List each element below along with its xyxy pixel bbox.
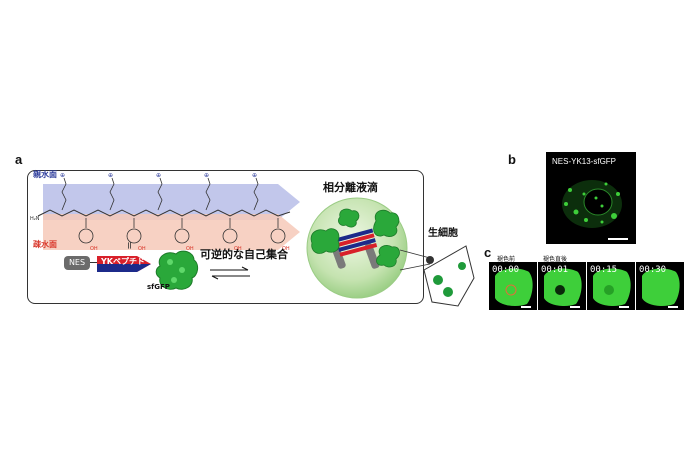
svg-text:OH: OH [90, 246, 98, 252]
sfgfp-label: sfGFP [147, 283, 170, 291]
timestamp-2: 00:01 [541, 265, 569, 275]
timelapse-frame-1: 00:00 [489, 262, 537, 310]
scale-bar-c4 [668, 306, 678, 308]
svg-text:⊕: ⊕ [252, 172, 257, 179]
n-terminus: H₂N [30, 216, 40, 222]
liquid-droplet [306, 197, 408, 299]
scale-bar-c2 [570, 306, 580, 308]
cell-frame-1 [495, 268, 533, 306]
cell-frame-3 [593, 268, 631, 306]
timestamp-1: 00:00 [492, 265, 520, 275]
cell-fluorescence-b [562, 180, 622, 228]
svg-text:⊕: ⊕ [60, 172, 65, 179]
scale-bar-b [608, 238, 628, 240]
nes-tag: NES [64, 256, 90, 270]
sfgfp-protein-icon [155, 250, 199, 290]
panel-c-label: c [484, 245, 492, 260]
panel-a-label: a [15, 152, 23, 167]
hydroxyl-labels: OH OH OH OH OH [90, 246, 290, 252]
equilibrium-arrows-icon [210, 266, 250, 280]
after-bleach-label: 褪色直後 [543, 256, 568, 263]
lysine-side-chains [61, 177, 259, 211]
hydrophilic-face-label: 親水面 [33, 170, 57, 179]
peptide-structure: ⊕ ⊕ ⊕ ⊕ ⊕ OH OH OH OH OH H₂N [30, 172, 300, 252]
yk-peptide-label: YKペプチド [101, 257, 145, 266]
timelapse-frame-3: 00:15 [587, 262, 635, 310]
tyrosine-side-chains [78, 218, 286, 244]
svg-text:⊕: ⊕ [156, 172, 161, 179]
cell-frame-4 [642, 268, 680, 306]
svg-text:OH: OH [186, 246, 194, 252]
ammonium-labels: ⊕ ⊕ ⊕ ⊕ ⊕ [60, 172, 257, 179]
svg-text:OH: OH [138, 246, 146, 252]
equivalence-mark: = [123, 241, 135, 250]
hydrophobic-band [43, 214, 300, 250]
hydrophobic-face-label: 疎水面 [33, 240, 57, 249]
yk-peptide-arrow-lower [97, 264, 151, 272]
linker-line [90, 262, 98, 263]
zoom-connector [399, 249, 431, 271]
timestamp-3: 00:15 [590, 265, 618, 275]
svg-text:⊕: ⊕ [204, 172, 209, 179]
panel-a-frame [27, 170, 424, 304]
svg-text:OH: OH [282, 246, 290, 252]
hydrophilic-band [43, 184, 300, 220]
phase-separated-droplet-label: 相分離液滴 [323, 181, 378, 194]
peptide-backbone [37, 209, 291, 217]
living-cell-icon [423, 245, 475, 307]
svg-text:⊕: ⊕ [108, 172, 113, 179]
cell-frame-2 [544, 268, 582, 306]
reversible-self-assembly-label: 可逆的な自己集合 [200, 248, 288, 261]
svg-text:OH: OH [234, 246, 242, 252]
timelapse-frame-4: 00:30 [636, 262, 684, 310]
living-cell-label: 生細胞 [428, 228, 458, 239]
scale-bar-c1 [521, 306, 531, 308]
scale-bar-c3 [619, 306, 629, 308]
yk-peptide-arrow [97, 256, 151, 272]
timestamp-4: 00:30 [639, 265, 667, 275]
before-bleach-label: 褪色前 [497, 256, 516, 263]
micrograph-b-title: NES-YK13-sfGFP [552, 157, 617, 166]
nes-tag-label: NES [68, 258, 86, 267]
timelapse-frame-2: 00:01 [538, 262, 586, 310]
micrograph-b: NES-YK13-sfGFP [546, 152, 636, 244]
panel-b-label: b [508, 152, 516, 167]
